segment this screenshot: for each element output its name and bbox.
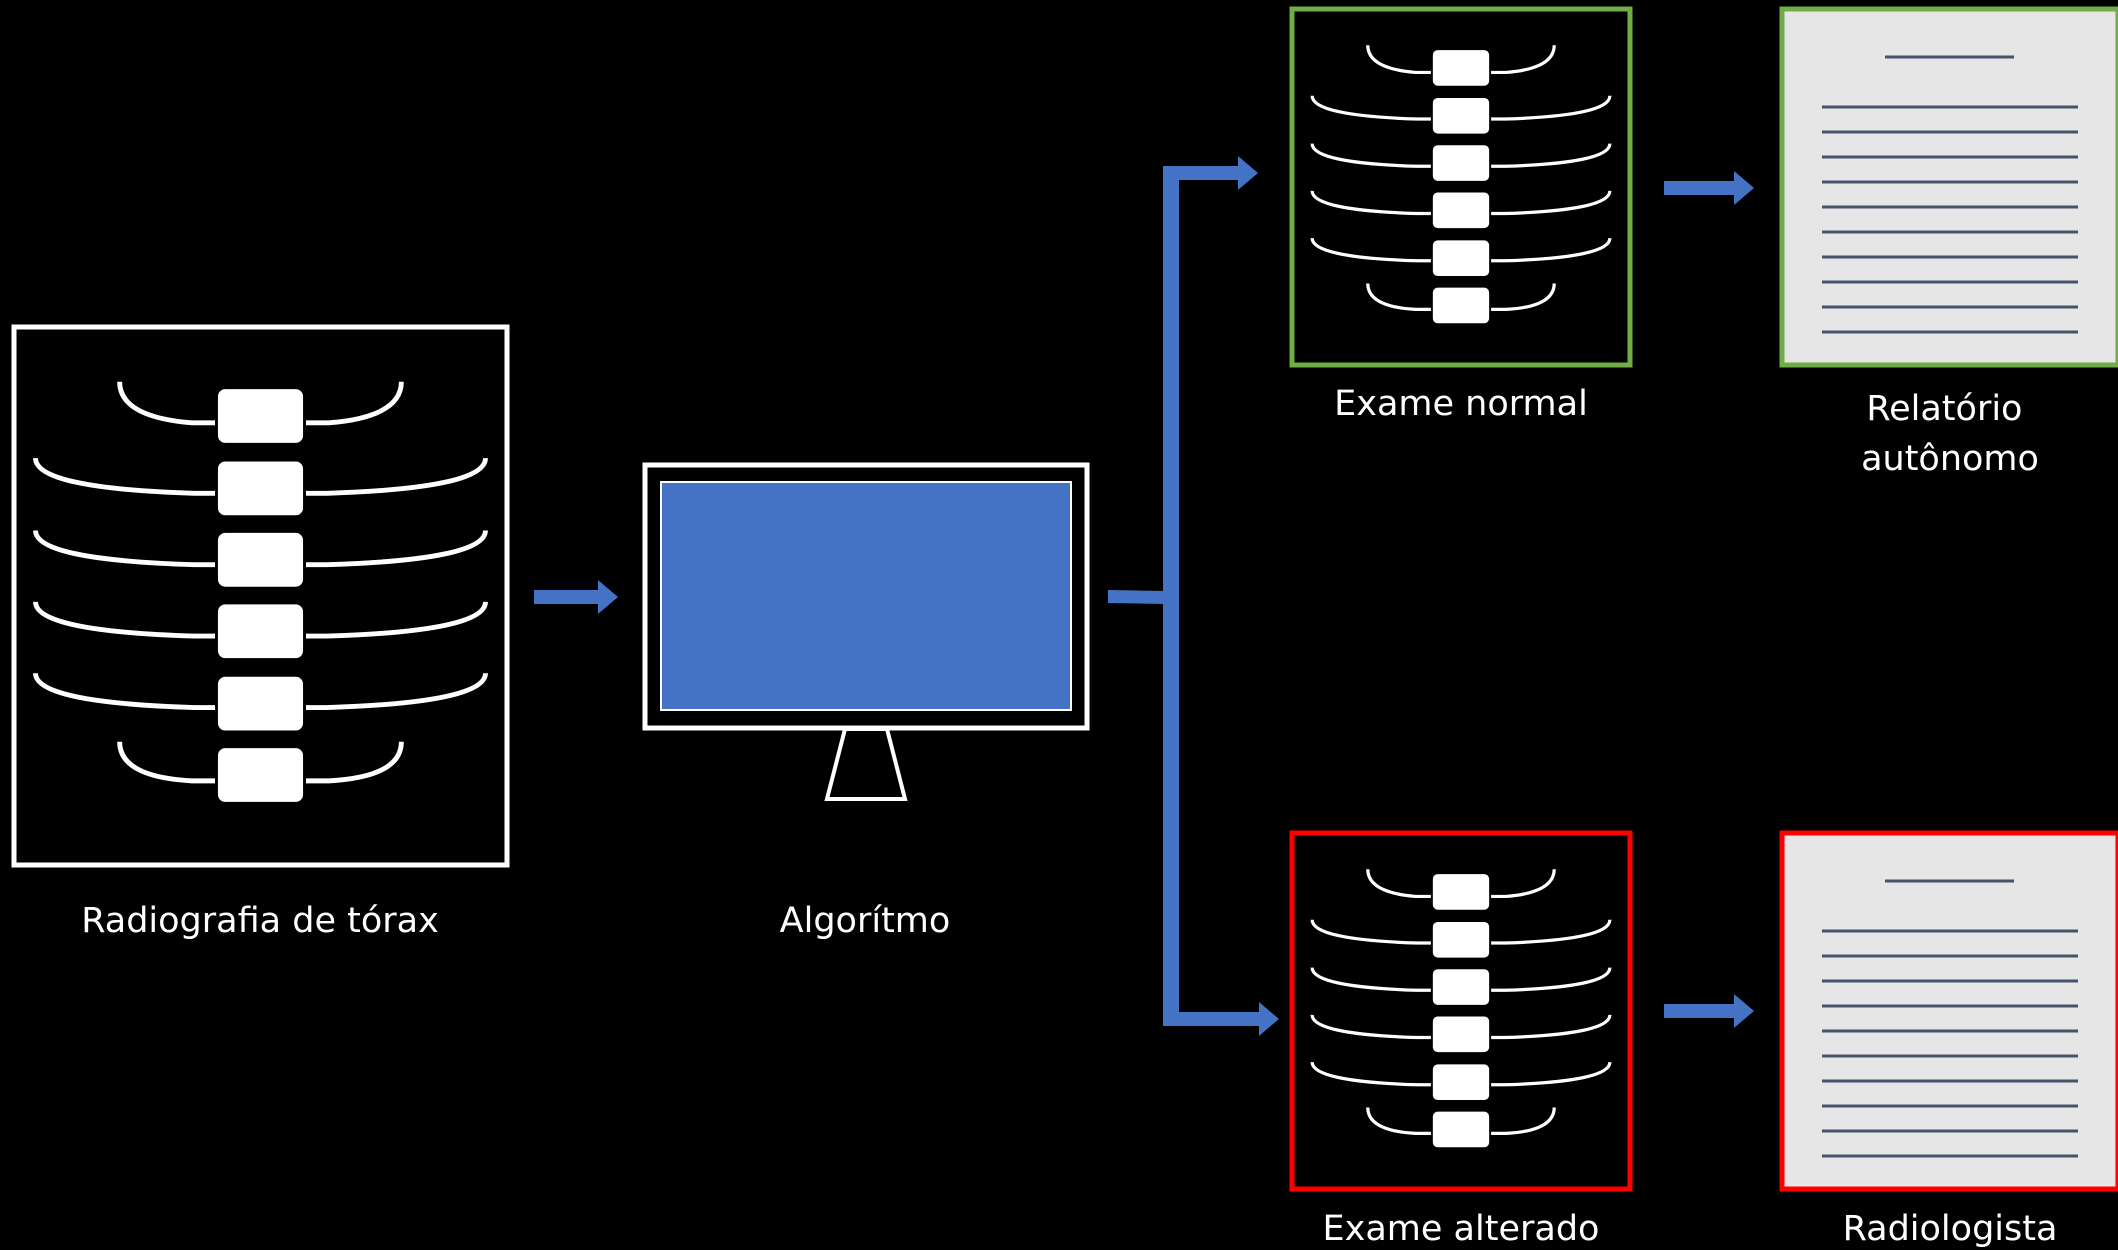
arrow-normal-to-report [1664, 171, 1754, 205]
computer-monitor-icon [642, 462, 1090, 801]
algorithm-node: Algorítmo [642, 462, 1090, 941]
input-label: Radiografia de tórax [81, 901, 439, 941]
normal-exam-label: Exame normal [1334, 384, 1588, 424]
algorithm-label: Algorítmo [780, 901, 951, 941]
document-icon [1779, 830, 2118, 1192]
normal-exam-node: Exame normal [1289, 6, 1633, 424]
arrow-altered-to-radiologist [1664, 994, 1754, 1028]
monitor-screen [660, 481, 1072, 711]
normal-report-label-line2: autônomo [1861, 439, 2039, 479]
normal-report-label: Relatório autônomo [1861, 389, 2039, 479]
normal-report-label-line1: Relatório [1866, 389, 2022, 429]
altered-exam-node: Exame alterado [1289, 830, 1633, 1249]
altered-exam-label: Exame alterado [1323, 1209, 1600, 1249]
radiologist-label: Radiologista [1843, 1209, 2058, 1249]
document-icon [1779, 6, 2118, 368]
autonomous-report-node: Relatório autônomo [1779, 6, 2118, 479]
radiologist-node: Radiologista [1779, 830, 2118, 1249]
input-xray-node: Radiografia de tórax [11, 324, 510, 941]
monitor-stand [824, 727, 908, 801]
arrow-input-to-algorithm [534, 580, 618, 614]
branch-connector [1108, 156, 1279, 1036]
